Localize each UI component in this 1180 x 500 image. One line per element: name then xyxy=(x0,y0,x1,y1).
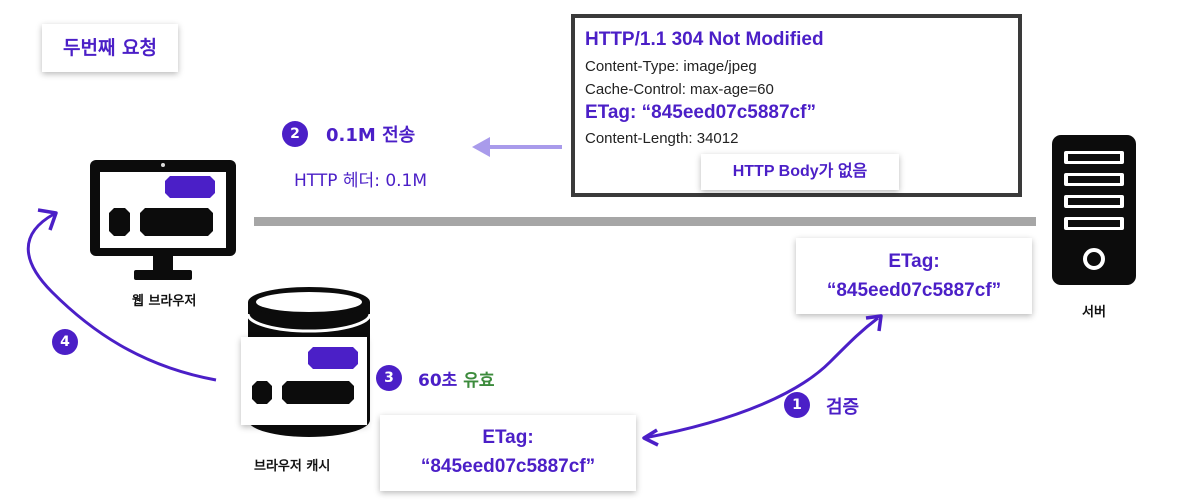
validity-duration: 60초 xyxy=(418,371,458,391)
server-icon xyxy=(1052,135,1136,285)
network-link xyxy=(254,217,1036,226)
step-1-badge: 1 xyxy=(784,392,810,418)
step-4-badge: 4 xyxy=(52,329,78,355)
server-label: 서버 xyxy=(1082,305,1106,320)
server-etag-key: ETag: xyxy=(888,251,940,272)
response-header-content-length: Content-Length: 34012 xyxy=(585,130,739,147)
server-etag-card: ETag: “845eed07c5887cf” xyxy=(796,238,1032,314)
response-header-etag: ETag: “845eed07c5887cf” xyxy=(585,102,816,123)
response-arrow-icon xyxy=(472,137,562,157)
http-response-box: HTTP/1.1 304 Not Modified Content-Type: … xyxy=(571,14,1022,197)
verify-arrowhead-right-icon xyxy=(865,314,883,332)
web-browser-monitor-icon xyxy=(90,160,236,280)
response-status-line: HTTP/1.1 304 Not Modified xyxy=(585,29,824,50)
verify-label: 검증 xyxy=(826,397,860,418)
step-3-badge: 3 xyxy=(376,365,402,391)
cached-image-card xyxy=(241,337,367,425)
web-browser-label: 웹 브라우저 xyxy=(132,294,197,309)
transfer-detail: HTTP 헤더: 0.1M xyxy=(294,171,428,191)
cached-image-icon xyxy=(252,347,358,404)
cache-etag-card: ETag: “845eed07c5887cf” xyxy=(380,415,636,491)
request-title-card: 두번째 요청 xyxy=(42,24,178,72)
cache-etag-value: “845eed07c5887cf” xyxy=(420,456,596,477)
no-body-note-card: HTTP Body가 없음 xyxy=(701,154,899,190)
reuse-arrowhead-icon xyxy=(37,208,58,231)
browser-cache-label: 브라우저 캐시 xyxy=(254,459,331,474)
response-header-cache-control: Cache-Control: max-age=60 xyxy=(585,81,774,98)
step-2-badge: 2 xyxy=(282,121,308,147)
validity-label: 60초 유효 xyxy=(418,366,495,391)
validity-status: 유효 xyxy=(463,371,495,391)
request-title: 두번째 요청 xyxy=(62,37,157,59)
response-header-content-type: Content-Type: image/jpeg xyxy=(585,58,757,75)
cache-etag-key: ETag: xyxy=(482,427,534,448)
transfer-label: 0.1M 전송 xyxy=(326,125,416,146)
verify-arrowhead-left-icon xyxy=(642,428,659,447)
server-etag-value: “845eed07c5887cf” xyxy=(826,280,1002,301)
reuse-arrow-icon xyxy=(26,212,217,382)
no-body-note: HTTP Body가 없음 xyxy=(732,163,868,180)
verify-arrow-icon xyxy=(643,316,879,440)
